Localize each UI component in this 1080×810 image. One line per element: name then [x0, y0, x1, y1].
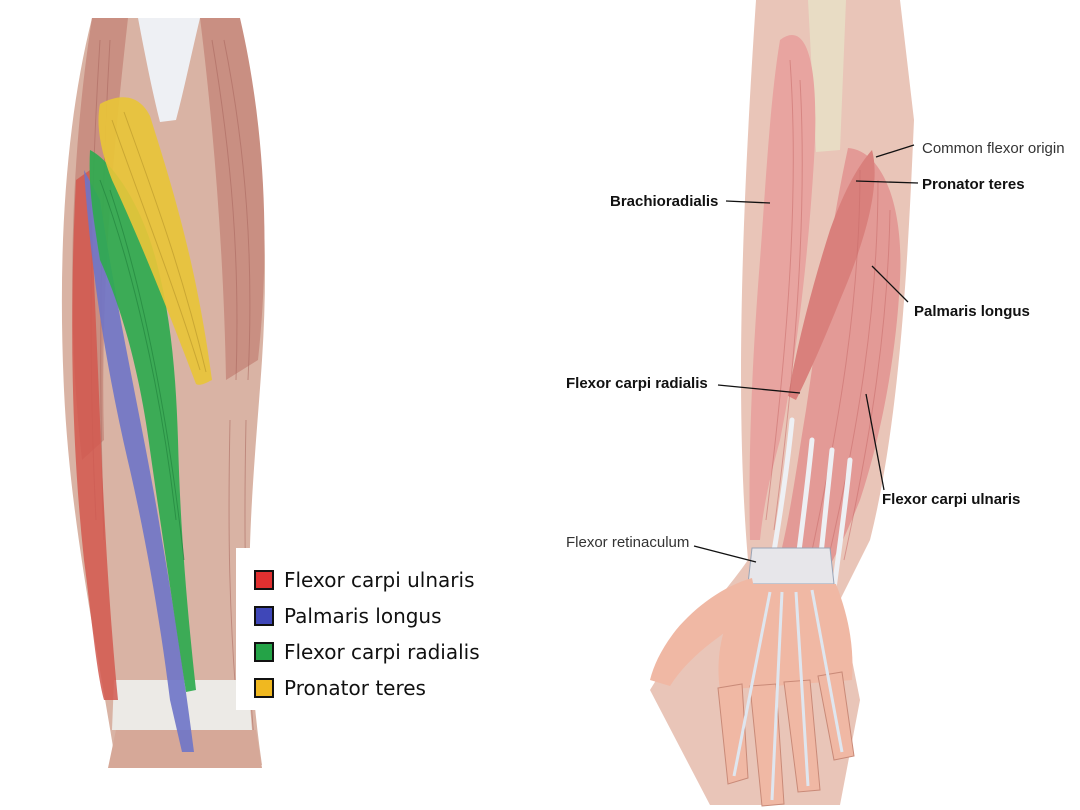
palm [718, 584, 853, 690]
leader-flexor-retinaculum [693, 545, 757, 563]
legend-swatch-green [254, 642, 274, 662]
right-forearm-illustration [650, 0, 919, 807]
left-forearm-illustration [61, 18, 265, 768]
label-flexor-retinaculum: Flexor retinaculum [566, 534, 690, 551]
legend-label: Palmaris longus [284, 604, 442, 628]
brachioradialis-muscle [749, 35, 816, 540]
legend-label: Flexor carpi radialis [284, 640, 480, 664]
flexor-carpi-ulnaris-region [72, 170, 118, 700]
label-pronator-teres: Pronator teres [922, 176, 1025, 193]
leader-pronator-teres [855, 180, 919, 184]
flexor-carpi-radialis-region [89, 150, 196, 692]
leader-brachioradialis [725, 200, 771, 204]
label-flexor-carpi-ulnaris: Flexor carpi ulnaris [882, 491, 1021, 508]
palmaris-longus-region [84, 170, 194, 752]
legend-item-flexor-carpi-radialis: Flexor carpi radialis [254, 640, 480, 664]
leader-flexor-carpi-ulnaris [865, 393, 885, 491]
legend-label: Flexor carpi ulnaris [284, 568, 475, 592]
label-common-flexor-origin: Common flexor origin [922, 140, 1065, 157]
label-flexor-carpi-radialis: Flexor carpi radialis [566, 375, 708, 392]
legend: Flexor carpi ulnaris Palmaris longus Fle… [236, 548, 536, 710]
thumb [650, 578, 758, 686]
legend-swatch-red [254, 570, 274, 590]
legend-swatch-yellow [254, 678, 274, 698]
leader-flexor-carpi-radialis [717, 384, 801, 394]
right-humerus [808, 0, 846, 152]
leader-common-flexor-origin [875, 144, 915, 158]
legend-swatch-blue [254, 606, 274, 626]
legend-item-palmaris-longus: Palmaris longus [254, 604, 442, 628]
left-tendon-top [138, 18, 200, 122]
pronator-teres-muscle [788, 150, 875, 400]
label-brachioradialis: Brachioradialis [610, 193, 719, 210]
legend-label: Pronator teres [284, 676, 426, 700]
label-palmaris-longus: Palmaris longus [914, 303, 1030, 320]
legend-item-pronator-teres: Pronator teres [254, 676, 426, 700]
leader-palmaris-longus [871, 265, 909, 303]
flexor-retinaculum-band [747, 547, 835, 585]
pronator-teres-region [98, 97, 212, 385]
legend-item-flexor-carpi-ulnaris: Flexor carpi ulnaris [254, 568, 475, 592]
index-finger [717, 683, 749, 785]
